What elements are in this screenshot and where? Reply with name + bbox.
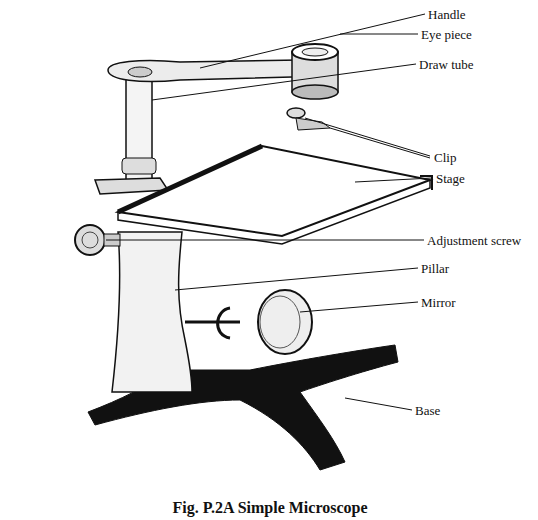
eyepiece-lens	[302, 48, 328, 56]
tube-collar	[122, 158, 156, 174]
part-label: Pillar	[421, 261, 449, 276]
figure-caption: Fig. P.2A Simple Microscope	[172, 499, 367, 517]
pillar-shape	[112, 232, 192, 392]
eyepiece-bottom	[292, 85, 338, 99]
part-label: Handle	[428, 7, 466, 22]
part-label: Eye piece	[421, 27, 472, 42]
part-label: Mirror	[421, 295, 456, 310]
screw-knob-inner	[82, 232, 98, 248]
part-label: Base	[415, 403, 440, 418]
stage-thickness	[118, 180, 430, 244]
mirror-rim	[260, 296, 300, 348]
screw-knob	[75, 225, 105, 255]
part-label: Draw tube	[419, 57, 474, 72]
part-label: Adjustment screw	[427, 233, 521, 248]
part-label: Stage	[436, 171, 465, 186]
part-label: Clip	[434, 150, 456, 165]
clip-screw	[287, 108, 305, 118]
handle-pivot	[128, 67, 152, 77]
mirror-shape	[258, 290, 312, 354]
stage-plate	[118, 146, 430, 236]
leader-lines	[106, 14, 432, 410]
stage-edge	[118, 146, 262, 212]
eyepiece-top	[292, 44, 338, 60]
mirror-bracket	[185, 308, 240, 338]
